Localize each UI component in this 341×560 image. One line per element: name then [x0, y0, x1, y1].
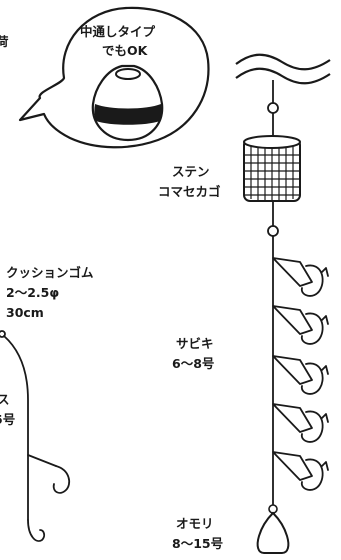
bead-icon	[267, 102, 279, 114]
hook-icon	[272, 451, 329, 491]
basket-icon	[243, 135, 301, 202]
hook-icon	[272, 257, 329, 297]
basket-label-line2: コマセカゴ	[158, 184, 221, 199]
sinker-icon	[256, 511, 290, 554]
cushion-rig	[0, 330, 71, 542]
bubble-text-line2: でもOK	[102, 43, 149, 58]
water-wave-icon	[235, 53, 331, 85]
bubble: 中通しタイプ でもOK	[18, 6, 210, 149]
hook-icon	[272, 403, 329, 443]
sabiki-hooks	[272, 257, 329, 491]
cushion-label-line2: 2〜2.5φ	[6, 285, 59, 300]
hook-icon	[52, 465, 71, 494]
hook-icon	[272, 355, 329, 395]
cushion-label-line1: クッションゴム	[6, 265, 94, 280]
cropped-label-top: 荷	[0, 34, 9, 49]
sinker-label-line1: オモリ	[176, 516, 214, 531]
cropped-label-bottom-1: ス	[0, 392, 10, 407]
sabiki-label-line2: 6〜8号	[172, 356, 214, 371]
cropped-label-bottom-2: 5号	[0, 412, 15, 427]
float-icon	[91, 64, 164, 142]
bubble-text-line1: 中通しタイプ	[80, 24, 156, 39]
cushion-label-line3: 30cm	[6, 305, 44, 320]
bead-icon	[267, 225, 279, 237]
hook-icon	[272, 305, 329, 345]
sinker-label-line2: 8〜15号	[172, 536, 223, 551]
basket-label-line1: ステン	[172, 164, 210, 179]
sabiki-label-line1: サビキ	[176, 336, 214, 351]
hook-icon	[27, 519, 46, 542]
